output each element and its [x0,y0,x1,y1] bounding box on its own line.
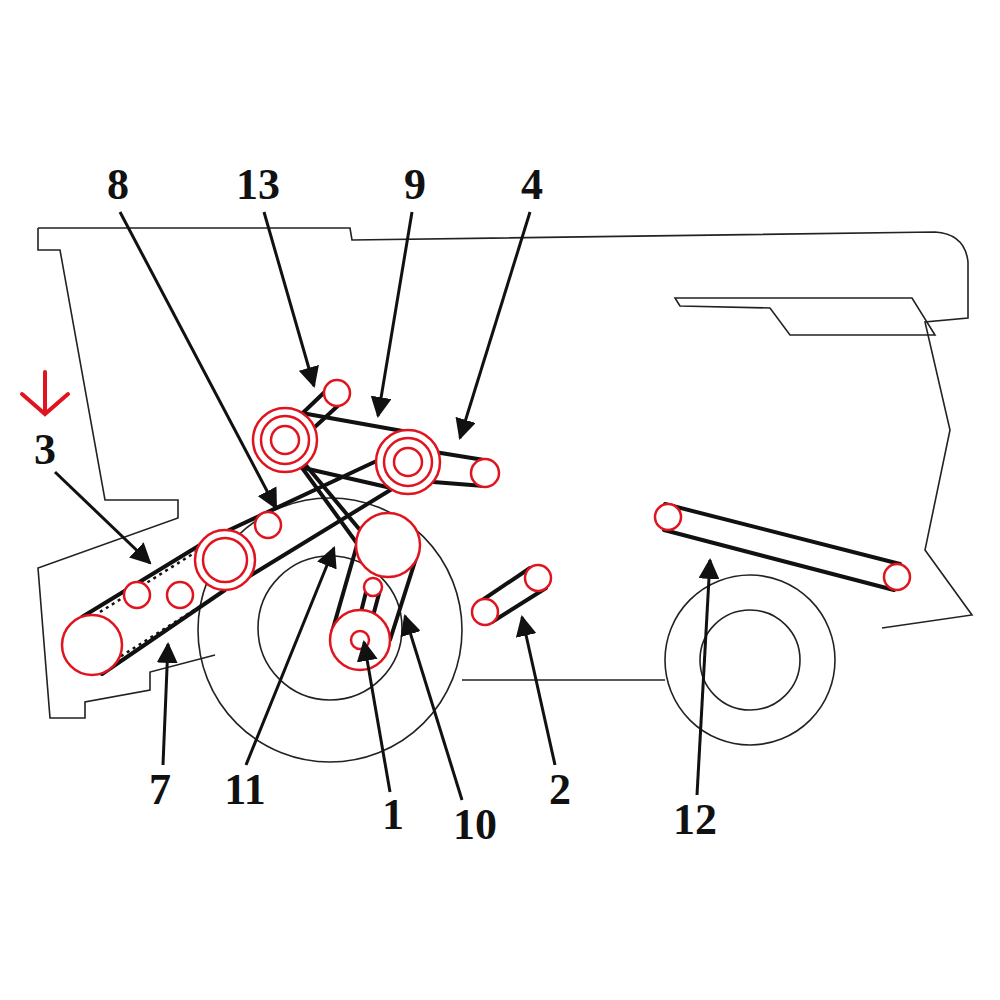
callout-number: 11 [224,768,266,812]
combine-body [38,228,972,762]
callout-number: 7 [149,768,171,812]
callout-number: 12 [673,798,717,842]
callout-number: 10 [453,803,497,847]
pulleys [62,380,910,675]
callout-number: 13 [236,163,280,207]
callout-number: 3 [34,428,56,472]
leader-lines [55,212,710,800]
callout-number: 2 [549,768,571,812]
callout-number: 9 [404,163,426,207]
red-direction-arrow [22,372,68,414]
callout-number: 4 [521,163,543,207]
callout-number: 1 [382,793,404,837]
callout-number: 8 [107,163,129,207]
belts [82,384,900,674]
